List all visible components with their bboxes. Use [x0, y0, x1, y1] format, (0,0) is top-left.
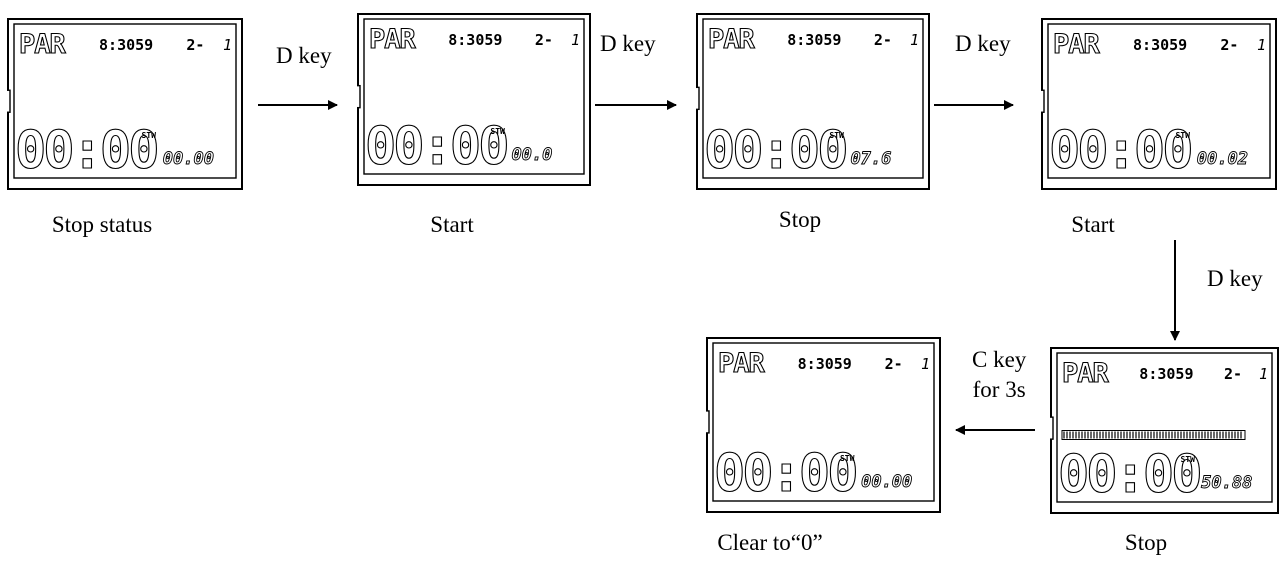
caption-clear: Clear to“0” [717, 530, 823, 555]
lcd-small-value: 00.00 [861, 472, 912, 492]
lcd-unit-label: STW [1181, 455, 1196, 464]
lcd-small-value: 07.6 [850, 149, 891, 169]
caption-stop-2: Stop [1124, 530, 1168, 555]
device-body [706, 337, 941, 513]
device-body [357, 13, 591, 186]
lcd-clock-text: 8:3059 [1133, 36, 1187, 54]
lcd-mode-text: PAR [19, 29, 67, 60]
lcd-unit-label: STW [829, 131, 844, 140]
lcd-clock-text: 8:3059 [1139, 365, 1193, 383]
lcd-main-time: 00:00 [1058, 445, 1200, 505]
lcd-mode-text: PAR [708, 24, 756, 55]
lcd-page-text: 2- [874, 31, 892, 49]
key-label-2: D key [600, 31, 656, 56]
lcd-main-time: 00:00 [704, 121, 846, 181]
lcd-small-value: 50.88 [1201, 473, 1252, 493]
lcd-index-text: 1 [1257, 36, 1266, 54]
lcd-small-value: 00.02 [1197, 149, 1248, 169]
lcd-index-text: 1 [921, 355, 930, 373]
side-button [1041, 89, 1045, 113]
lcd-clock-text: 8:3059 [99, 36, 153, 54]
lcd-index-text: 1 [571, 31, 580, 49]
lcd-main-time: 00:00 [1049, 121, 1191, 181]
lcd-unit-label: STW [490, 127, 505, 136]
lcd-page-text: 2- [535, 31, 553, 49]
lcd-page-text: 2- [186, 36, 204, 54]
caption-stop-1: Stop [778, 207, 822, 232]
display-frame [1056, 352, 1273, 503]
lcd-page-text: 2- [1224, 365, 1242, 383]
side-button [357, 84, 361, 109]
lcd-index-text: 1 [223, 36, 232, 54]
side-button [7, 89, 11, 113]
key-label-3: D key [955, 31, 1011, 56]
key-label-5: C key for 3s [972, 345, 1026, 405]
display-frame [702, 18, 924, 179]
lcd-page-text: 2- [1220, 36, 1238, 54]
display-frame [13, 23, 237, 179]
device-body [1041, 18, 1277, 190]
lcd-small-value: 00.0 [511, 145, 552, 165]
lcd-clock-text: 8:3059 [798, 355, 852, 373]
display-frame [363, 18, 585, 175]
caption-start-1: Start [430, 212, 474, 237]
lcd-mode-text: PAR [369, 24, 417, 55]
lcd-small-value: 00.00 [163, 149, 214, 169]
lcd-clock-text: 8:3059 [448, 31, 502, 49]
lcd-unit-label: STW [1176, 131, 1191, 140]
display-frame [1047, 23, 1271, 179]
lcd-index-text: 1 [1259, 365, 1268, 383]
device-body [7, 18, 243, 190]
device-body [696, 13, 930, 190]
key-label-5-line2: for 3s [972, 377, 1026, 402]
caption-stop-status: Stop status [51, 212, 153, 237]
lcd-main-time: 00:00 [714, 444, 856, 504]
lcd-mode-text: PAR [1062, 358, 1110, 389]
lcd-clock-text: 8:3059 [787, 31, 841, 49]
lcd-page-text: 2- [885, 355, 903, 373]
key-label-1: D key [276, 43, 332, 68]
lcd-unit-label: STW [840, 454, 855, 463]
caption-start-2: Start [1071, 212, 1115, 237]
lcd-index-text: 1 [910, 31, 919, 49]
side-button [706, 410, 710, 434]
display-frame [712, 342, 935, 502]
lcd-mode-text: PAR [1053, 29, 1101, 60]
key-label-5-line1: C key [972, 347, 1027, 372]
key-label-4: D key [1207, 266, 1263, 291]
lcd-main-time: 00:00 [15, 121, 157, 181]
side-button [696, 86, 700, 111]
progress-bar [1061, 430, 1246, 440]
lcd-main-time: 00:00 [365, 117, 507, 177]
lcd-unit-label: STW [142, 131, 157, 140]
lcd-mode-text: PAR [718, 348, 766, 379]
side-button [1050, 416, 1054, 440]
